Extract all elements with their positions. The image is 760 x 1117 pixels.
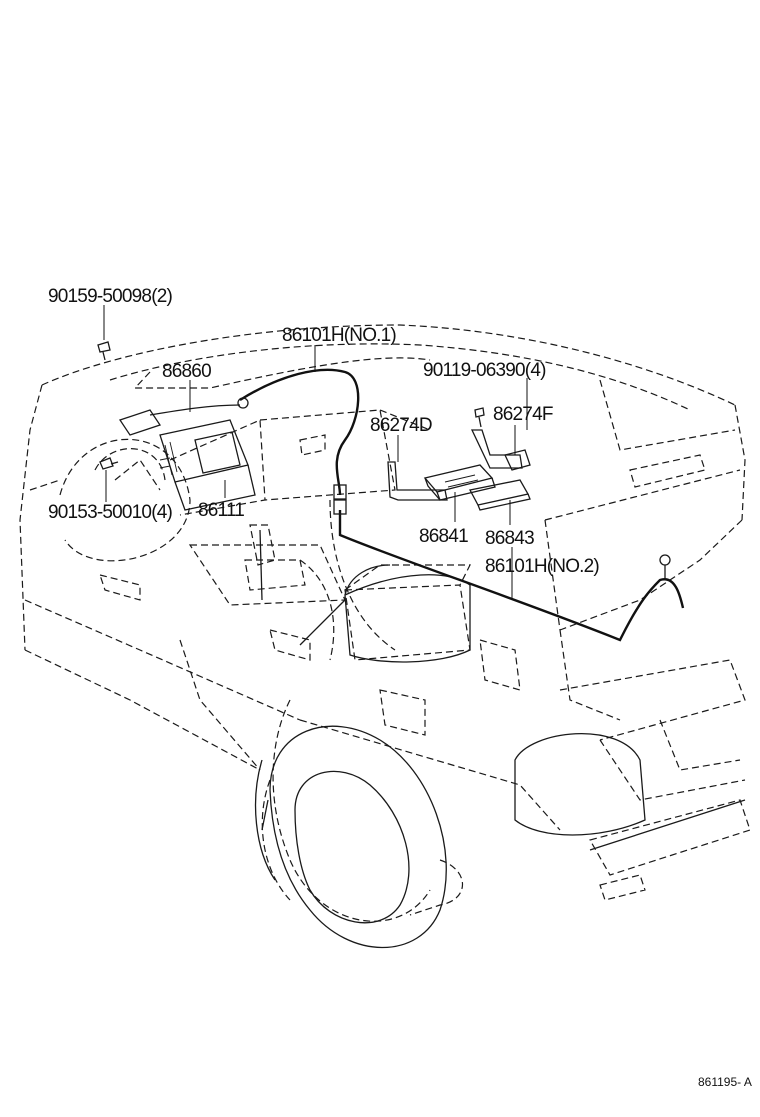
- label-86843: 86843: [485, 528, 535, 549]
- label-86111: 86111: [198, 500, 245, 521]
- ecu-box-and-brackets: [387, 429, 531, 511]
- antenna-cords: [239, 368, 685, 642]
- label-cord-no1: 86101H(NO.1): [282, 325, 397, 346]
- interior-solids: [259, 529, 746, 851]
- screws: [97, 341, 485, 470]
- navigation-display-unit: [118, 397, 256, 511]
- label-86841: 86841: [419, 526, 469, 547]
- label-screw-top: 90159-50098(2): [48, 286, 173, 307]
- label-screw-left: 90153-50010(4): [48, 502, 173, 523]
- figure-code: 861195- A: [698, 1075, 752, 1089]
- label-86860: 86860: [162, 361, 212, 382]
- front-tire: [254, 725, 447, 949]
- label-bracket-d: 86274D: [370, 415, 433, 436]
- leader-lines: [103, 305, 528, 600]
- label-screw-right: 90119-06390(4): [423, 360, 546, 381]
- label-cord-no2: 86101H(NO.2): [485, 556, 600, 577]
- label-bracket-f: 86274F: [493, 404, 553, 425]
